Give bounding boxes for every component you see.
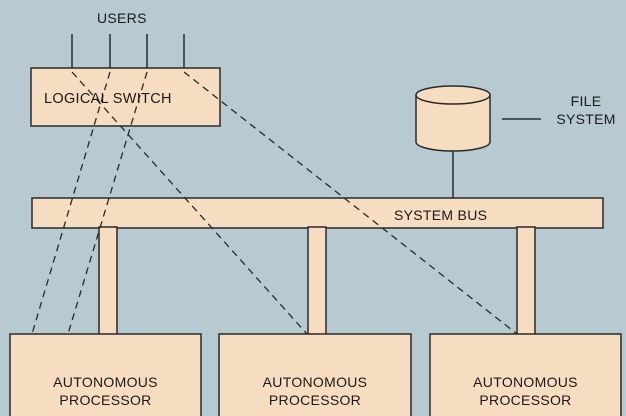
file-system-label-line1: FILE (570, 93, 602, 109)
users-label: USERS (97, 10, 147, 26)
bus-connector-2 (307, 226, 327, 336)
logical-switch-box (30, 67, 221, 127)
processor-box-2 (218, 333, 412, 416)
processor-label-1-line1: AUTONOMOUS (53, 374, 158, 390)
processor-label-3-line1: AUTONOMOUS (473, 374, 578, 390)
processor-label-2-line1: AUTONOMOUS (262, 374, 368, 390)
processor-label-3-line2: PROCESSOR (479, 392, 572, 408)
dashed-link-3 (71, 71, 308, 335)
dashed-link-1 (31, 71, 111, 335)
processor-label-1-line2: PROCESSOR (59, 392, 152, 408)
processor-label-2: AUTONOMOUS PROCESSOR (219, 373, 411, 409)
file-system-cylinder (415, 85, 491, 152)
processor-box-3 (429, 333, 622, 416)
dashed-link-4 (183, 71, 518, 335)
system-bus-bar (31, 197, 604, 229)
system-bus-label: SYSTEM BUS (394, 207, 488, 223)
bus-connector-1 (98, 226, 118, 336)
bus-connector-3 (516, 226, 536, 336)
processor-label-2-line2: PROCESSOR (268, 392, 362, 408)
processor-box-1 (9, 333, 202, 416)
processor-label-1: AUTONOMOUS PROCESSOR (10, 373, 201, 409)
dashed-link-2 (67, 71, 148, 335)
logical-switch-label: LOGICAL SWITCH (44, 91, 172, 107)
file-system-label-line2: SYSTEM (556, 111, 616, 127)
processor-label-3: AUTONOMOUS PROCESSOR (430, 373, 621, 409)
file-system-label: FILE SYSTEM (548, 92, 624, 128)
